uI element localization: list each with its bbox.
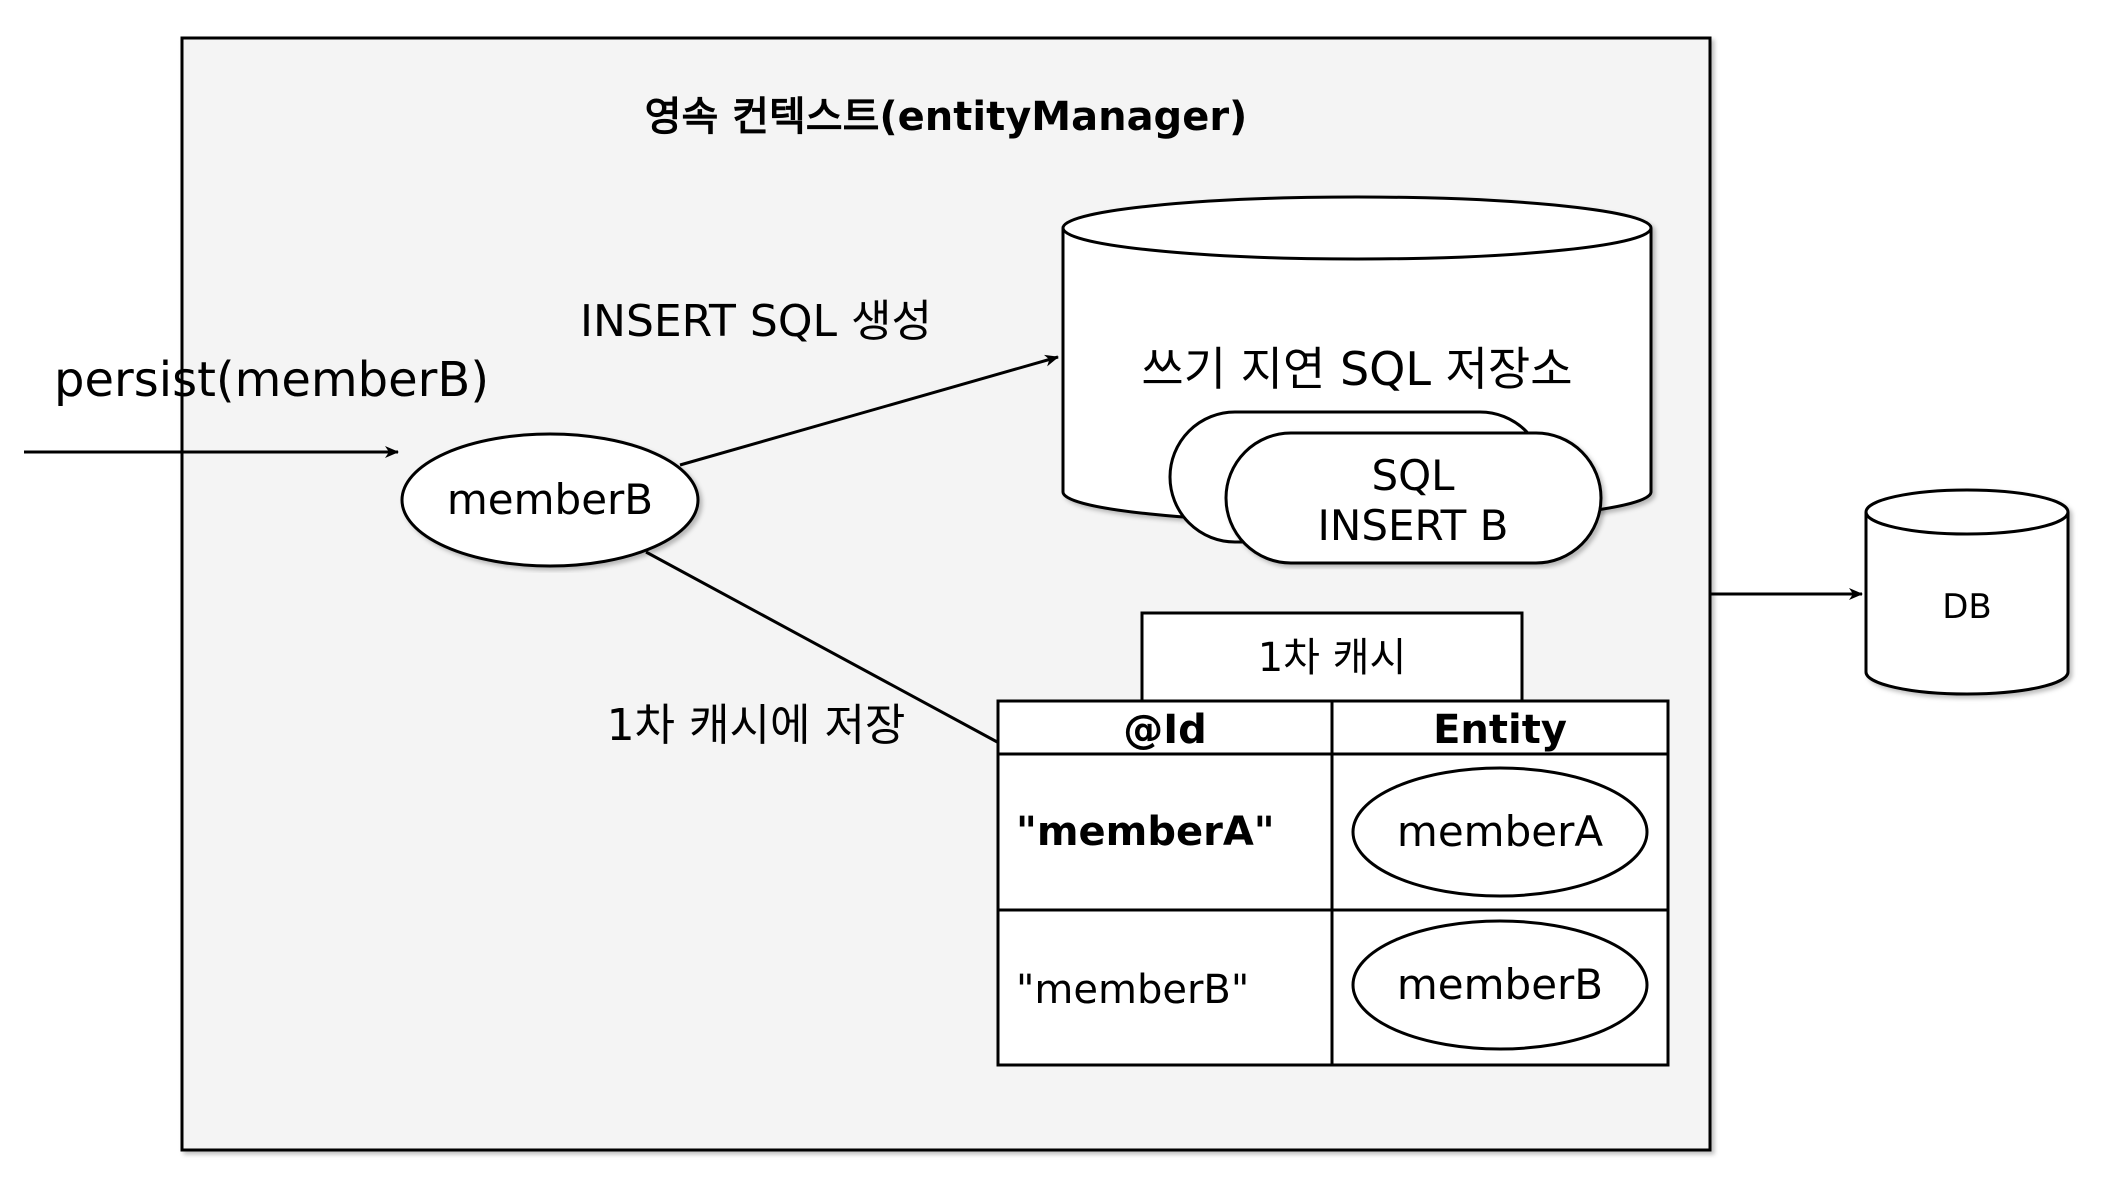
cache-row-entity-label: memberA (1397, 807, 1603, 856)
cache-column-header-entity: Entity (1433, 707, 1567, 753)
cache-column-header-id: @Id (1123, 707, 1207, 753)
cache-row-entity-label: memberB (1397, 960, 1603, 1009)
sql-statement-line2: INSERT B (1318, 501, 1509, 550)
insert-sql-edge-label: INSERT SQL 생성 (580, 296, 932, 347)
write-behind-store-title: 쓰기 지연 SQL 저장소 (1141, 342, 1572, 396)
cache-row-entity-node (1351, 919, 1649, 1051)
sql-statement-insert-b (1224, 431, 1603, 565)
persist-call-label: persist(memberB) (54, 352, 489, 408)
cache-row-id: "memberB" (1016, 967, 1249, 1013)
cache-row-entity-node (1351, 766, 1649, 898)
member-b-entity-node (400, 432, 700, 568)
persistence-context-title: 영속 컨텍스트(entityManager) (645, 94, 1248, 140)
database-cylinder (1864, 488, 2070, 696)
cache-store-edge-label: 1차 캐시에 저장 (607, 700, 906, 751)
first-level-cache-title: 1차 캐시 (1258, 635, 1407, 681)
insert-sql-edge (679, 354, 1059, 467)
database-label: DB (1942, 587, 1992, 627)
sql-statement-line1: SQL (1371, 451, 1455, 500)
cache-row-id: "memberA" (1016, 809, 1275, 855)
cache-store-edge (645, 550, 1013, 752)
member-b-entity-label: memberB (447, 475, 653, 524)
